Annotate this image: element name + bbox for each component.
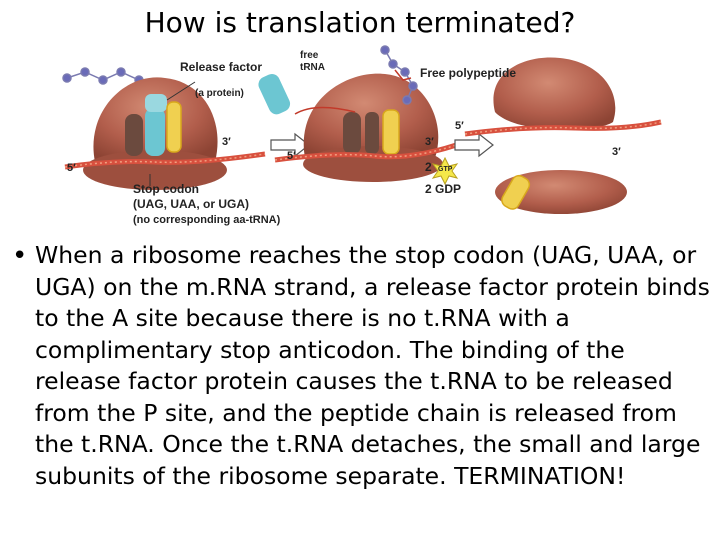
bullet-text: When a ribosome reaches the stop codon (… (35, 241, 710, 490)
no-corresponding-label: (no corresponding aa-tRNA) (133, 214, 281, 226)
trna-yellow-middle (382, 109, 400, 155)
free-polypeptide-chain (380, 45, 418, 105)
three-prime-label-right: 3′ (612, 146, 621, 158)
five-prime-label-middle: 5′ (287, 150, 296, 162)
free-trna-arrow (294, 106, 356, 115)
release-factor-label: Release factor (180, 60, 263, 74)
three-prime-label-left: 3′ (222, 136, 231, 148)
free-trna (258, 74, 291, 115)
five-prime-label-right: 5′ (455, 120, 464, 132)
ribosome-large-subunit-right (493, 57, 616, 131)
two-label: 2 (425, 160, 432, 174)
a-protein-label: (a protein) (195, 88, 244, 99)
trna-p-site-middle (343, 112, 361, 154)
stop-codon-label: Stop codon (133, 182, 199, 196)
slide-title: How is translation terminated? (144, 6, 576, 39)
translation-termination-figure: Release factor (a protein) free tRNA Fre… (55, 42, 665, 232)
three-prime-label-middle: 3′ (425, 136, 434, 148)
trna-p-site-left (125, 114, 143, 156)
free-trna-label: free tRNA (300, 50, 325, 73)
five-prime-label-left: 5′ (67, 162, 76, 174)
release-factor-pointer (166, 81, 196, 101)
trna-yellow-released (501, 174, 531, 210)
arrow-step-1 (270, 132, 310, 158)
stop-codon-examples-label: (UAG, UAA, or UGA) (133, 197, 249, 211)
free-polypeptide-label: Free polypeptide (420, 66, 517, 80)
gtp-star (431, 156, 459, 186)
bullet-marker: • (12, 241, 28, 271)
polypeptide-arrow (394, 69, 412, 81)
termination-diagram (62, 45, 662, 214)
gtp-label: GTP (438, 166, 453, 173)
two-gdp-label: 2 GDP (425, 182, 462, 196)
release-factor-protein (145, 94, 167, 156)
arrow-step-2 (454, 132, 494, 158)
trna-yellow-left (166, 101, 182, 153)
